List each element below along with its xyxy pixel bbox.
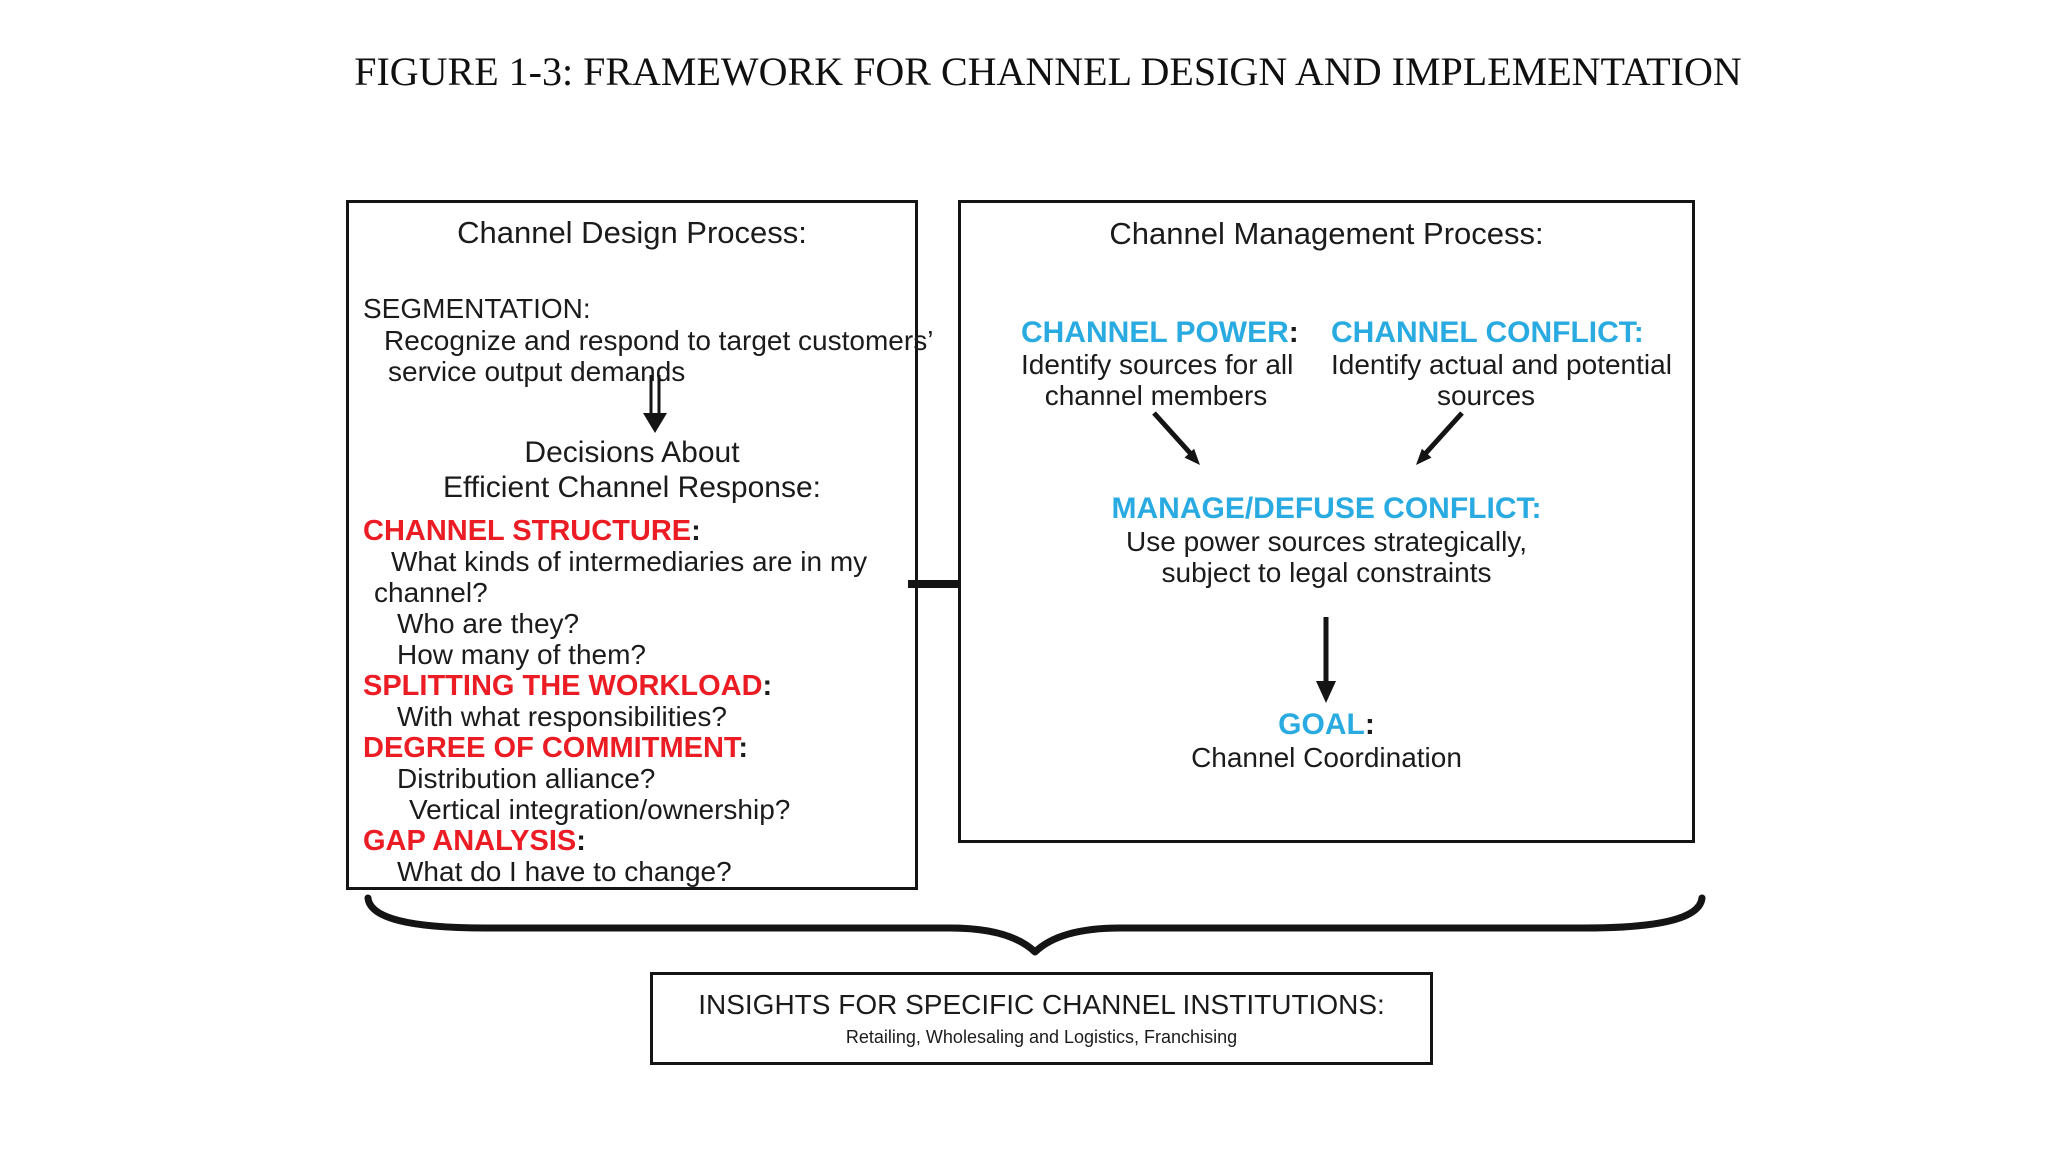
channel-power-label: CHANNEL POWER [1021, 316, 1289, 349]
segmentation-label: SEGMENTATION: [363, 293, 591, 324]
insights-heading: INSIGHTS FOR SPECIFIC CHANNEL INSTITUTIO… [698, 989, 1385, 1020]
segmentation-line: Recognize and respond to target customer… [384, 325, 934, 356]
goal-line: Channel Coordination [1191, 742, 1462, 773]
channel-structure-label: CHANNEL STRUCTURE [363, 515, 692, 547]
design-list-row: channel? [374, 577, 488, 608]
design-list-row: SPLITTING THE WORKLOAD: [361, 670, 909, 702]
degree-commitment-label: DEGREE OF COMMITMENT [363, 732, 739, 764]
diagonal-down-right-arrow-icon [1148, 409, 1208, 471]
channel-power-line: Identify sources for all [1021, 349, 1294, 380]
colon: : [1364, 708, 1375, 741]
figure-title: FIGURE 1-3: FRAMEWORK FOR CHANNEL DESIGN… [354, 49, 1742, 94]
down-arrow-icon [1313, 615, 1339, 705]
colon: : [576, 825, 586, 857]
design-list-row: How many of them? [397, 639, 646, 670]
design-list-row: GAP ANALYSIS: [361, 825, 909, 857]
channel-conflict-line: sources [1436, 380, 1536, 411]
design-list-row: With what responsibilities? [397, 701, 727, 732]
insights-box: INSIGHTS FOR SPECIFIC CHANNEL INSTITUTIO… [650, 972, 1433, 1065]
design-list-row: Who are they? [397, 608, 580, 639]
channel-management-box: Channel Management Process: CHANNEL POWE… [958, 200, 1695, 843]
colon: : [1288, 316, 1299, 349]
design-list-row: Distribution alliance? [397, 763, 656, 794]
design-list-row: Vertical integration/ownership? [409, 794, 791, 825]
insights-subheading: Retailing, Wholesaling and Logistics, Fr… [845, 1027, 1238, 1047]
channel-conflict-block: CHANNEL CONFLICT: Identify actual and po… [1331, 316, 1672, 411]
diagonal-down-left-arrow-icon [1408, 409, 1468, 471]
design-list-row: CHANNEL STRUCTURE: [361, 515, 909, 547]
channel-power-block: CHANNEL POWER: Identify sources for all … [1021, 316, 1299, 411]
design-list-row: What do I have to change? [397, 856, 732, 887]
segmentation-line: service output demands [388, 356, 686, 387]
double-shaft-down-arrow-icon [638, 375, 672, 433]
colon: : [738, 732, 749, 764]
manage-defuse-line: Use power sources strategically, [1126, 526, 1527, 557]
management-box-heading: Channel Management Process: [1109, 216, 1544, 251]
design-list-row: DEGREE OF COMMITMENT: [361, 732, 909, 764]
horizontal-connector-line-icon [908, 580, 962, 588]
channel-design-box: Channel Design Process: SEGMENTATION: Re… [346, 200, 933, 890]
goal-label: GOAL [1278, 708, 1365, 741]
design-list-row: What kinds of intermediaries are in my [391, 546, 868, 577]
design-box-heading: Channel Design Process: [457, 215, 807, 250]
manage-defuse-block: MANAGE/DEFUSE CONFLICT: Use power source… [961, 492, 1692, 588]
channel-power-line: channel members [1044, 380, 1268, 411]
colon: : [691, 515, 701, 547]
curly-underbrace-icon [355, 888, 1715, 962]
manage-defuse-label: MANAGE/DEFUSE CONFLICT: [1111, 492, 1542, 525]
decisions-line: Decisions About [524, 436, 740, 469]
splitting-workload-label: SPLITTING THE WORKLOAD [363, 670, 763, 702]
colon: : [762, 670, 773, 702]
channel-conflict-label: CHANNEL CONFLICT: [1331, 316, 1644, 349]
decisions-line: Efficient Channel Response: [442, 471, 822, 504]
manage-defuse-line: subject to legal constraints [1161, 557, 1492, 588]
gap-analysis-label: GAP ANALYSIS [363, 825, 577, 857]
channel-conflict-line: Identify actual and potential [1331, 349, 1672, 380]
goal-block: GOAL: Channel Coordination [961, 708, 1692, 773]
